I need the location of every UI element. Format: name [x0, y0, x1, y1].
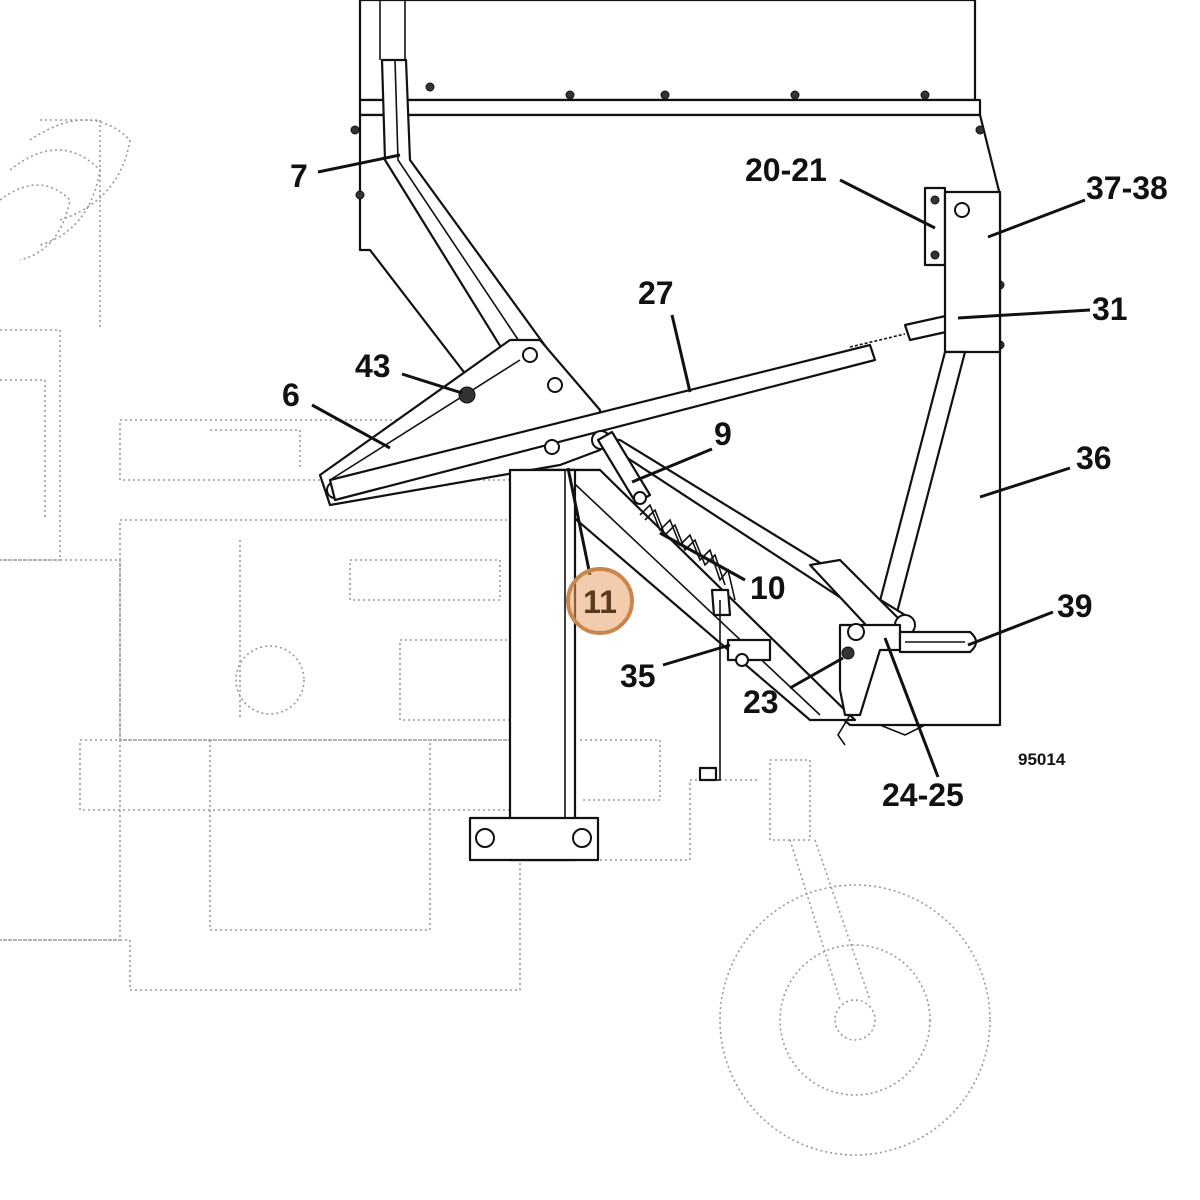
- highlight-circle[interactable]: [566, 567, 634, 635]
- callout-23: 23: [743, 684, 779, 720]
- callout-35: 35: [620, 658, 656, 694]
- callout-39: 39: [1057, 588, 1093, 624]
- side-plate: [923, 186, 1002, 354]
- callout-11: 11: [583, 584, 617, 620]
- callout-20-21: 20-21: [745, 152, 827, 188]
- switch-lever: [698, 600, 772, 782]
- highlighted-callout[interactable]: 11: [566, 567, 634, 635]
- callout-27: 27: [638, 275, 674, 311]
- callout-6: 6: [282, 377, 300, 413]
- struts: [518, 350, 967, 722]
- callout-36: 36: [1076, 440, 1112, 476]
- callout-37-38: 37-38: [1086, 170, 1168, 206]
- leader-lines: [311, 153, 1091, 778]
- foot-pedal: [837, 623, 978, 746]
- callout-9: 9: [714, 416, 732, 452]
- drawing-number: 95014: [1018, 750, 1066, 769]
- frame-bracket: [318, 338, 602, 507]
- callout-24-25: 24-25: [882, 777, 964, 813]
- vertical-post: [468, 468, 600, 862]
- callout-labels: 7 20-21 37-38 27 31 43 6 9 36 10 39 35 2…: [282, 152, 1168, 813]
- spring: [639, 503, 736, 617]
- callout-10: 10: [750, 570, 786, 606]
- callout-31: 31: [1092, 291, 1128, 327]
- callout-43: 43: [355, 348, 391, 384]
- callout-7: 7: [290, 158, 308, 194]
